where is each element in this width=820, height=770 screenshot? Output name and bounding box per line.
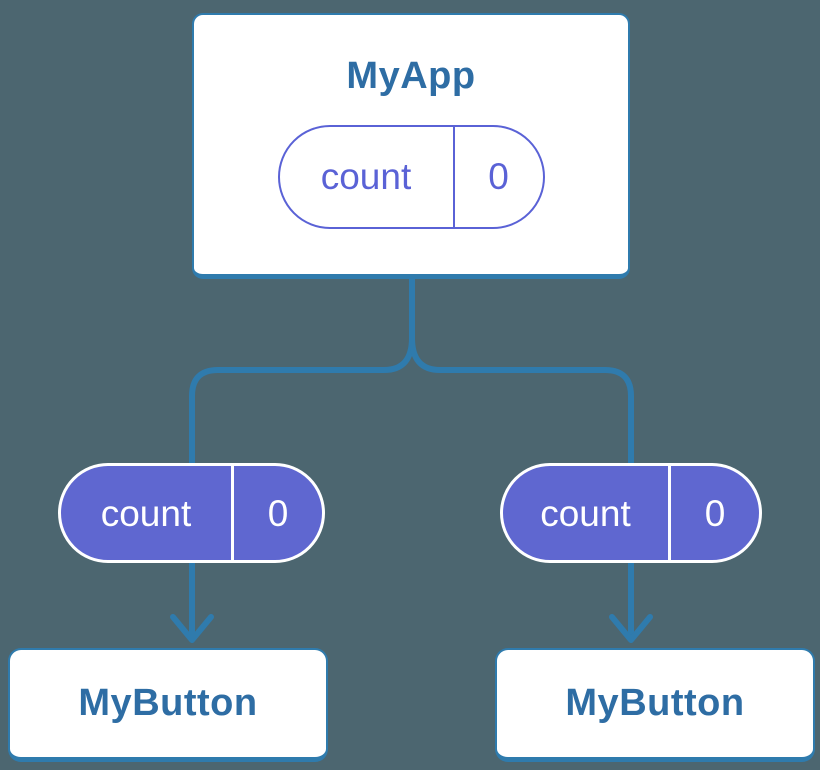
arrowhead-left-icon bbox=[170, 614, 214, 643]
state-pill-key: count bbox=[320, 156, 412, 198]
pill-divider bbox=[452, 126, 455, 227]
pill-divider bbox=[231, 466, 234, 560]
root-component-node: MyApp count 0 bbox=[192, 13, 630, 279]
state-pill-value: 0 bbox=[488, 156, 509, 198]
connector-branch-right bbox=[409, 278, 634, 637]
arrowhead-right-icon bbox=[609, 614, 653, 643]
child-component-node-right: MyButton bbox=[495, 648, 815, 762]
root-state-pill: count 0 bbox=[277, 124, 545, 229]
child-node-title: MyButton bbox=[565, 681, 745, 724]
prop-pill-value: 0 bbox=[704, 492, 726, 534]
prop-pill-right: count 0 bbox=[500, 463, 762, 563]
connector-branch-left bbox=[189, 278, 415, 637]
child-component-node-left: MyButton bbox=[8, 648, 328, 762]
prop-pill-key: count bbox=[100, 492, 192, 534]
prop-pill-left: count 0 bbox=[58, 463, 325, 563]
prop-pill-value: 0 bbox=[267, 492, 289, 534]
prop-pill-key: count bbox=[540, 492, 631, 534]
root-node-title: MyApp bbox=[346, 55, 476, 97]
pill-divider bbox=[668, 466, 671, 560]
child-node-title: MyButton bbox=[78, 681, 258, 724]
